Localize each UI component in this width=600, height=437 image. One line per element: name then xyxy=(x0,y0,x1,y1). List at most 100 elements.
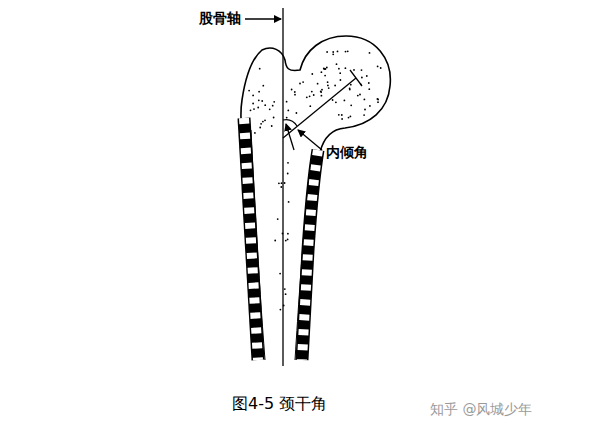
axis-label: 股骨轴 xyxy=(199,10,241,27)
texture-dot xyxy=(279,273,281,275)
bone-texture xyxy=(248,50,381,310)
texture-dot xyxy=(334,85,336,87)
texture-dot xyxy=(364,109,366,111)
texture-dot xyxy=(320,91,322,93)
texture-dot xyxy=(332,51,334,53)
texture-dot xyxy=(294,91,296,93)
texture-dot xyxy=(366,75,368,77)
texture-dot xyxy=(364,99,366,101)
texture-dot xyxy=(361,69,363,71)
texture-dot xyxy=(345,67,347,69)
texture-dot xyxy=(262,121,264,123)
femur-axis xyxy=(282,8,283,366)
texture-dot xyxy=(287,233,289,235)
texture-dot xyxy=(350,84,352,86)
texture-dot xyxy=(377,98,379,100)
texture-dot xyxy=(324,75,326,77)
texture-dot xyxy=(328,87,330,89)
texture-dot xyxy=(327,85,329,87)
texture-dot xyxy=(288,201,290,203)
texture-dot xyxy=(281,182,283,184)
texture-dot xyxy=(259,68,261,70)
head-center-cross xyxy=(350,70,362,86)
texture-dot xyxy=(309,105,311,107)
texture-dot xyxy=(350,116,352,118)
texture-dot xyxy=(296,112,298,114)
texture-dot xyxy=(287,173,289,175)
texture-dot xyxy=(280,309,282,311)
figure-caption: 图4-5 颈干角 xyxy=(232,394,327,413)
texture-dot xyxy=(311,91,313,93)
texture-dot xyxy=(327,81,329,83)
texture-dot xyxy=(286,117,288,119)
texture-dot xyxy=(285,240,287,242)
texture-dot xyxy=(359,94,361,96)
texture-dot xyxy=(377,99,379,101)
canal-left xyxy=(251,130,265,360)
texture-dot xyxy=(309,95,311,97)
texture-dot xyxy=(291,89,293,91)
texture-dot xyxy=(348,117,350,119)
texture-dot xyxy=(302,81,304,83)
texture-dot xyxy=(280,186,282,188)
texture-dot xyxy=(269,108,271,110)
texture-dot xyxy=(338,68,340,70)
texture-dot xyxy=(377,101,379,103)
texture-dot xyxy=(313,94,315,96)
texture-dot xyxy=(344,100,346,102)
texture-dot xyxy=(335,101,337,103)
texture-dot xyxy=(341,118,343,120)
texture-dot xyxy=(326,51,328,53)
texture-dot xyxy=(317,83,319,85)
texture-dot xyxy=(285,293,287,295)
texture-dot xyxy=(320,91,322,93)
texture-dot xyxy=(350,104,352,106)
angle-arrow-2 xyxy=(298,130,322,150)
texture-dot xyxy=(287,239,289,241)
neck-axis xyxy=(283,78,356,138)
texture-dot xyxy=(278,182,280,184)
texture-dot xyxy=(287,162,289,164)
texture-dot xyxy=(260,123,262,125)
texture-dot xyxy=(273,117,275,119)
texture-dot xyxy=(254,132,256,134)
texture-dot xyxy=(284,288,286,290)
texture-dot xyxy=(264,119,266,121)
texture-dot xyxy=(353,69,355,71)
texture-dot xyxy=(299,83,301,85)
texture-dot xyxy=(272,105,274,107)
texture-dot xyxy=(257,107,259,109)
cortex-right xyxy=(302,150,318,360)
texture-dot xyxy=(259,127,261,129)
texture-dot xyxy=(377,66,379,68)
texture-dot xyxy=(261,100,263,102)
cortex-right-stripes xyxy=(302,150,318,360)
texture-dot xyxy=(341,114,343,116)
texture-dot xyxy=(369,52,371,54)
axis-arrow xyxy=(245,18,281,19)
texture-dot xyxy=(321,89,323,91)
texture-dot xyxy=(368,82,370,84)
texture-dot xyxy=(347,50,349,52)
angle-label: 内倾角 xyxy=(326,144,368,161)
texture-dot xyxy=(248,90,250,92)
cortex-left xyxy=(244,118,258,360)
texture-dot xyxy=(274,240,276,242)
texture-dot xyxy=(323,68,325,70)
texture-dot xyxy=(338,114,340,116)
texture-dot xyxy=(262,85,264,87)
texture-dot xyxy=(286,101,288,103)
texture-dot xyxy=(323,68,325,70)
texture-dot xyxy=(264,104,266,106)
texture-dot xyxy=(258,99,260,101)
texture-dot xyxy=(321,95,323,97)
texture-dot xyxy=(284,182,286,184)
texture-dot xyxy=(326,67,328,69)
texture-dot xyxy=(332,99,334,101)
texture-dot xyxy=(258,91,260,93)
angle-arrow-1 xyxy=(286,124,294,150)
texture-dot xyxy=(253,108,255,110)
texture-dot xyxy=(321,71,323,73)
texture-dot xyxy=(252,95,254,97)
